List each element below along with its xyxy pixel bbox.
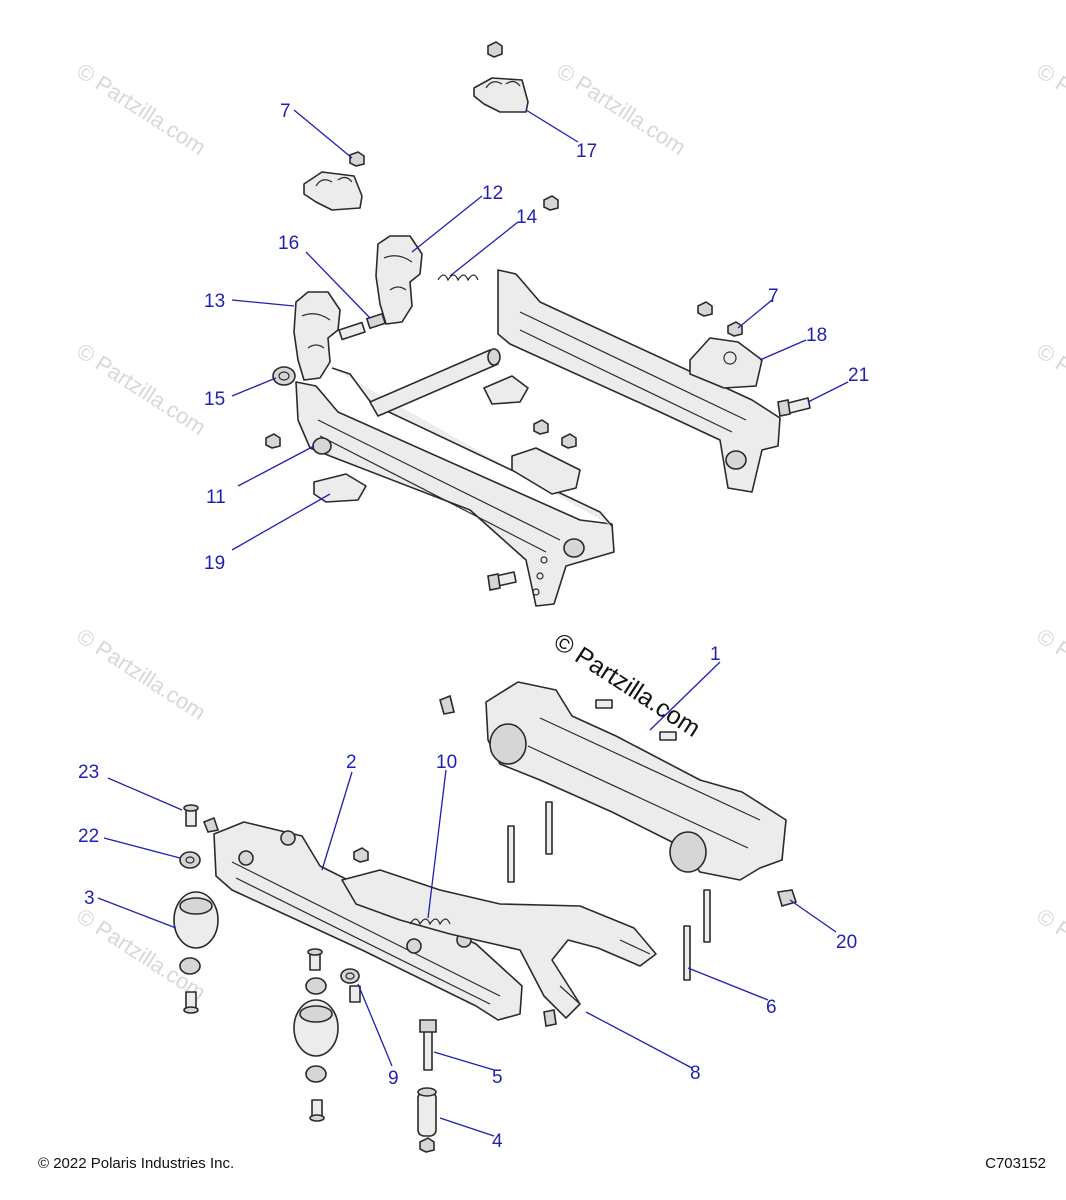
callout-23: 23 (78, 762, 99, 783)
bushing-11 (312, 437, 332, 455)
nut (265, 433, 281, 449)
callout-11: 11 (206, 487, 226, 508)
latch-13 (293, 291, 341, 381)
bracket-7 (303, 171, 363, 211)
nut (697, 301, 713, 317)
callouts: 1 2 3 4 5 6 7 7 8 9 10 11 12 13 14 15 16 (78, 101, 869, 1152)
pin-16 (338, 321, 366, 341)
callout-10: 10 (436, 752, 457, 773)
nut-17 (487, 41, 503, 58)
nut (543, 195, 559, 211)
bushing-15 (272, 366, 296, 386)
callout-2: 2 (346, 752, 357, 773)
spring-14 (437, 274, 479, 282)
callout-16: 16 (278, 233, 299, 254)
callout-1: 1 (710, 644, 721, 665)
bracket-slotted (511, 447, 581, 495)
nut (353, 847, 369, 863)
nut-7-top (349, 151, 365, 167)
callout-19: 19 (204, 553, 225, 574)
watermark-tile: © Partzilla.com (72, 338, 210, 440)
seat-frame-right-rail (497, 269, 781, 493)
callout-8: 8 (690, 1063, 701, 1084)
bearing (179, 957, 201, 975)
watermark-tile: © Partzilla.com (552, 58, 690, 160)
callout-15: 15 (204, 389, 225, 410)
latch-12 (375, 235, 423, 325)
copyright-text: © 2022 Polaris Industries Inc. (38, 1155, 235, 1172)
cross-tube (369, 349, 499, 417)
bearing (305, 1065, 327, 1083)
diagram-code: C703152 (985, 1155, 1046, 1172)
callout-18: 18 (806, 325, 827, 346)
callout-3: 3 (84, 888, 95, 909)
callout-14: 14 (516, 207, 538, 228)
callout-20: 20 (836, 932, 857, 953)
bearing-22 (179, 851, 201, 869)
spacer-4 (417, 1091, 437, 1137)
upper-seat-frame-assembly (265, 41, 811, 607)
callout-7-right: 7 (768, 286, 779, 307)
callout-17: 17 (576, 141, 597, 162)
bolt-20 (776, 889, 798, 907)
bracket-center (483, 375, 529, 405)
callout-4: 4 (492, 1131, 503, 1152)
lower-rail-2 (213, 821, 523, 1021)
watermark-tile: © Partzilla.com (1032, 623, 1066, 725)
callout-21: 21 (848, 365, 869, 386)
nut-7-right (727, 321, 743, 337)
watermark-tile: © Partzilla.com (72, 58, 210, 160)
bolt-6 (507, 825, 515, 883)
watermark-tile: © Partzilla.com (1032, 338, 1066, 440)
washer-9 (340, 968, 360, 984)
watermark-tile: © Partzilla.com (1032, 58, 1066, 160)
bolt-5 (423, 1029, 433, 1071)
callout-9: 9 (388, 1068, 399, 1089)
bracket-19 (313, 473, 367, 503)
callout-22: 22 (78, 826, 99, 847)
lower-slide-assembly (173, 681, 798, 1153)
slide-rail-1 (485, 681, 787, 881)
handle-8 (341, 869, 657, 1019)
watermark-tile: © Partzilla.com (72, 623, 210, 725)
nut (561, 433, 577, 449)
callout-12: 12 (482, 183, 503, 204)
nut (533, 419, 549, 435)
spring-10 (409, 918, 451, 926)
callout-6: 6 (766, 997, 777, 1018)
watermark-tile: © Partzilla.com (1032, 903, 1066, 1005)
callout-7-top: 7 (280, 101, 291, 122)
nut-4 (419, 1137, 435, 1153)
pin-16-b (365, 312, 387, 330)
callout-5: 5 (492, 1067, 503, 1088)
callout-13: 13 (204, 291, 225, 312)
bearing (305, 977, 327, 995)
